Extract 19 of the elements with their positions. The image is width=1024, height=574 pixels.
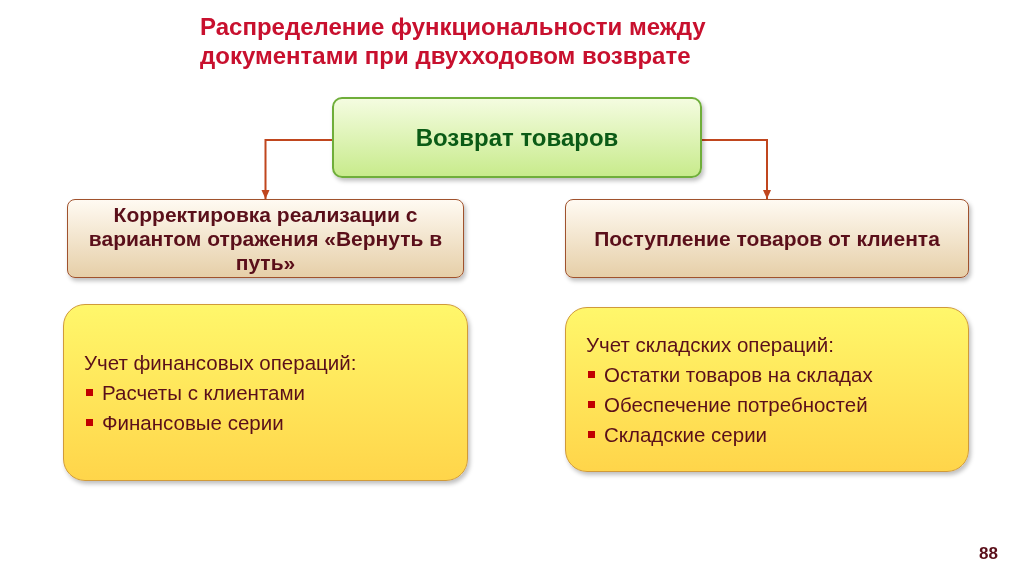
box-label: Корректировка реализации с вариантом отражения «Вернуть в путь»: [87, 202, 444, 275]
note-box: [63, 304, 468, 481]
document-box: [565, 199, 969, 278]
list-item: Складские серии: [604, 421, 768, 448]
list-item: Расчеты с клиентами: [102, 379, 306, 406]
note-box: [565, 307, 969, 472]
list-heading: Учет финансовых операций:: [84, 349, 357, 376]
page-number: 88: [979, 544, 998, 564]
box-label: Возврат товаров: [415, 123, 619, 152]
connector-arrow: [261, 139, 333, 200]
slide-title: Распределение функциональности между документами при двухходовом возврате: [200, 12, 707, 70]
box-label: Поступление товаров от клиента: [594, 226, 940, 251]
list-item: Остатки товаров на складах: [604, 361, 873, 388]
list-item: Финансовые серии: [102, 409, 284, 436]
list-heading: Учет складских операций:: [586, 331, 834, 358]
list-item: Обеспечение потребностей: [604, 391, 868, 418]
connector-arrow: [701, 139, 771, 200]
root-box: [332, 97, 702, 178]
document-box: [67, 199, 464, 278]
